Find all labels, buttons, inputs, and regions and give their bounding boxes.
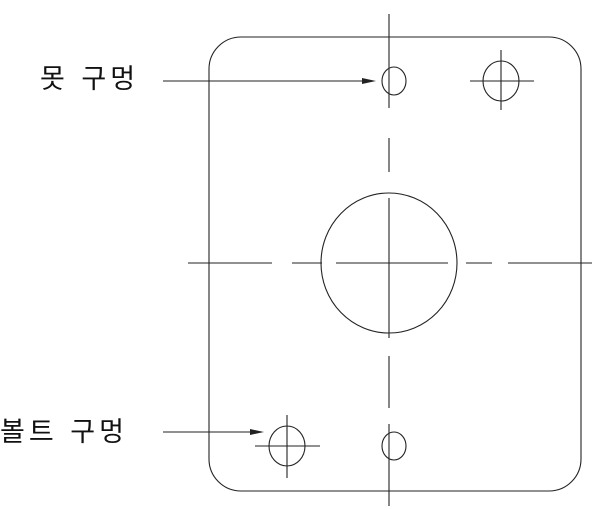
nail-hole-arrowhead	[362, 78, 376, 84]
center-hole	[320, 192, 458, 334]
nail-hole-bottom	[381, 431, 407, 461]
bolt-hole-arrowhead	[250, 429, 264, 435]
nail-hole-label: 못 구멍	[40, 64, 140, 95]
bolt-hole-label: 볼트 구멍	[0, 417, 128, 448]
bolt-hole-bottom-left-crosshair	[255, 415, 320, 478]
bolt-hole-top-right-crosshair	[470, 50, 534, 110]
plate-outline	[208, 36, 582, 492]
nail-hole-top	[381, 66, 407, 96]
